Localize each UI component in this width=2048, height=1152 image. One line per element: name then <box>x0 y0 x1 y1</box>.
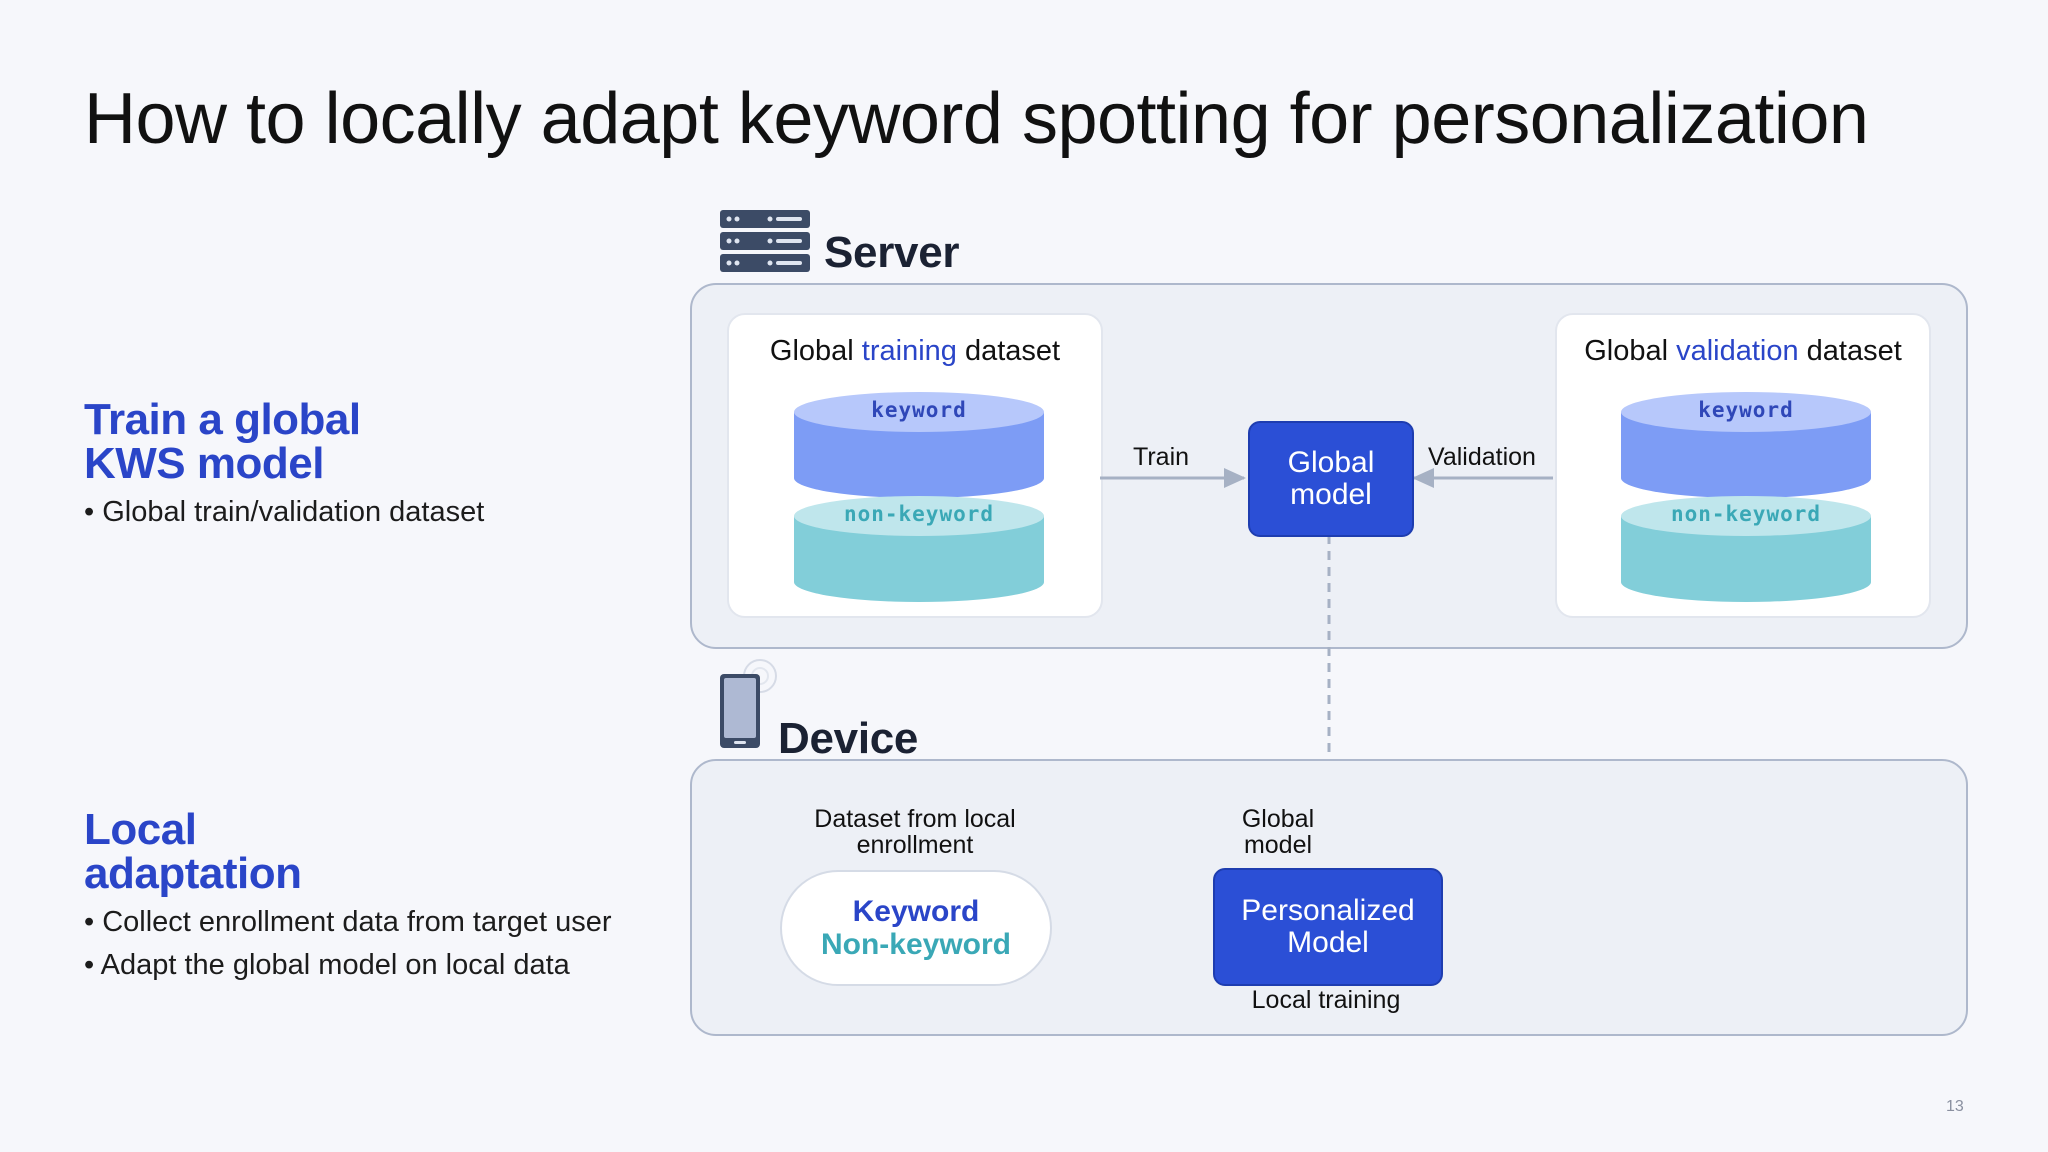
card-title: Global training dataset <box>729 335 1101 368</box>
training-keyword-cylinder <box>792 390 1046 505</box>
cylinder-label: non-keyword <box>1670 502 1822 526</box>
server-label: Server <box>824 228 960 277</box>
bullet-item: • Global train/validation dataset <box>84 496 485 528</box>
section-heading-global-kws: Train a global KWS model <box>84 398 361 486</box>
device-label: Device <box>778 714 919 763</box>
enrollment-data-pill: Keyword Non-keyword <box>780 870 1052 986</box>
bullet-item: • Collect enrollment data from target us… <box>84 906 612 938</box>
train-label: Train <box>1133 443 1190 471</box>
model-label: Global <box>1287 446 1375 479</box>
label-line: Dataset from local <box>814 805 1016 833</box>
label-line: model <box>1243 831 1313 859</box>
heading-line: KWS model <box>84 439 324 488</box>
model-label: Personalized <box>1241 894 1415 927</box>
title-text: dataset <box>1798 335 1902 367</box>
model-label: model <box>1290 478 1372 511</box>
model-label: Model <box>1287 926 1369 959</box>
smartphone-icon <box>718 656 782 757</box>
pill-nonkeyword: Non-keyword <box>820 928 1012 961</box>
local-training-label: Local training <box>1251 986 1401 1014</box>
training-nonkeyword-cylinder <box>792 494 1046 609</box>
cylinder-label: keyword <box>871 398 967 422</box>
card-title: Global validation dataset <box>1557 335 1929 368</box>
dataset-from-enrollment-label: Dataset from local enrollment <box>800 806 1030 858</box>
server-icon <box>720 210 810 277</box>
validation-nonkeyword-cylinder <box>1619 494 1873 609</box>
title-text: dataset <box>956 335 1061 367</box>
bullet-text: Global train/validation dataset <box>102 496 485 528</box>
title-text: Global <box>1584 335 1677 367</box>
heading-line: Local <box>84 805 197 854</box>
title-text: Global <box>769 335 862 367</box>
slide-title: How to locally adapt keyword spotting fo… <box>84 79 1869 159</box>
heading-line: adaptation <box>84 849 302 898</box>
label-line: enrollment <box>856 831 974 859</box>
pill-keyword: Keyword <box>852 895 980 928</box>
validation-keyword-cylinder <box>1619 390 1873 505</box>
title-highlight: validation <box>1676 335 1799 367</box>
cylinder-label: keyword <box>1698 398 1794 422</box>
heading-line: Train a global <box>84 395 361 444</box>
validation-label: Validation <box>1428 443 1536 471</box>
page-number: 13 <box>1946 1098 1964 1115</box>
title-highlight: training <box>861 335 957 367</box>
label-line: Global <box>1241 805 1315 833</box>
cylinder-label: non-keyword <box>843 502 995 526</box>
bullet-text: Adapt the global model on local data <box>100 949 570 981</box>
bullet-text: Collect enrollment data from target user <box>102 906 612 938</box>
bullet-item: • Adapt the global model on local data <box>84 949 570 981</box>
section-heading-local-adaptation: Local adaptation <box>84 805 302 898</box>
global-model-input-label: Global model <box>1228 806 1328 858</box>
global-model-box: Global model <box>1248 421 1414 537</box>
personalized-model-box: Personalized Model <box>1213 868 1443 986</box>
